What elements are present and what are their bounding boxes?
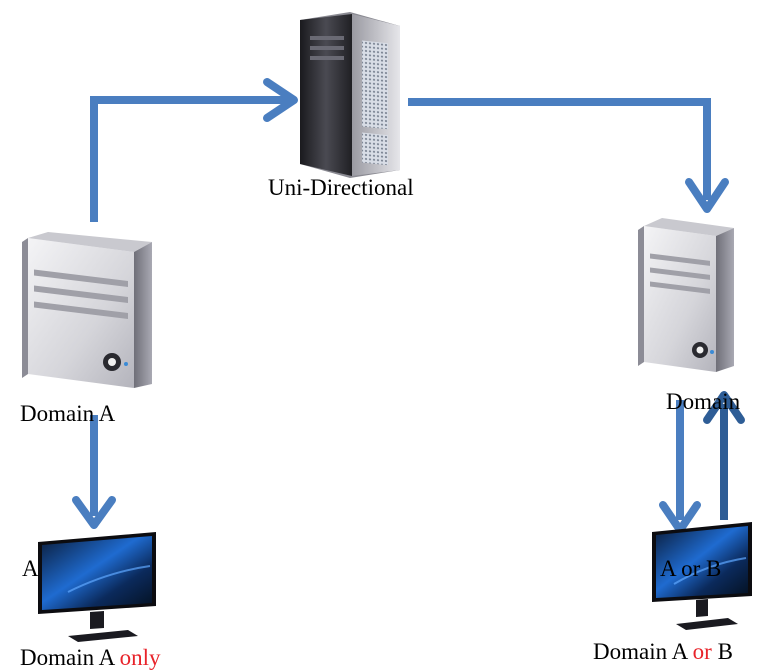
gateway-label: Uni-Directional: [268, 175, 414, 200]
source-server-label: Domain A: [20, 401, 116, 426]
arrow-gateway-to-dest: [408, 98, 729, 213]
dest-monitor-caption: Domain A or B: [593, 640, 733, 663]
source-monitor-caption: Domain A only: [20, 646, 161, 669]
caption-prefix: Domain A: [20, 645, 120, 670]
arrow-monitor-to-dest: [703, 391, 745, 520]
dest-monitor-screen-text: A or B: [660, 556, 722, 581]
server-tower-silver-icon: [638, 218, 734, 372]
source-monitor-screen-text: A: [22, 556, 39, 581]
monitor-icon: [38, 532, 156, 642]
caption-highlight: only: [119, 645, 161, 670]
server-tower-dark-icon: [300, 12, 400, 178]
arrow-dest-to-monitor: [659, 400, 701, 534]
dest-server-label: Domain: [666, 389, 741, 414]
arrow-source-to-gateway: [90, 78, 298, 222]
caption-prefix: Domain A: [593, 639, 693, 664]
arrow-source-to-monitor: [72, 415, 116, 529]
monitor-icon: [652, 522, 752, 630]
caption-suffix: B: [711, 639, 733, 664]
server-tower-silver-icon: [22, 232, 152, 388]
caption-highlight: or: [692, 639, 712, 664]
